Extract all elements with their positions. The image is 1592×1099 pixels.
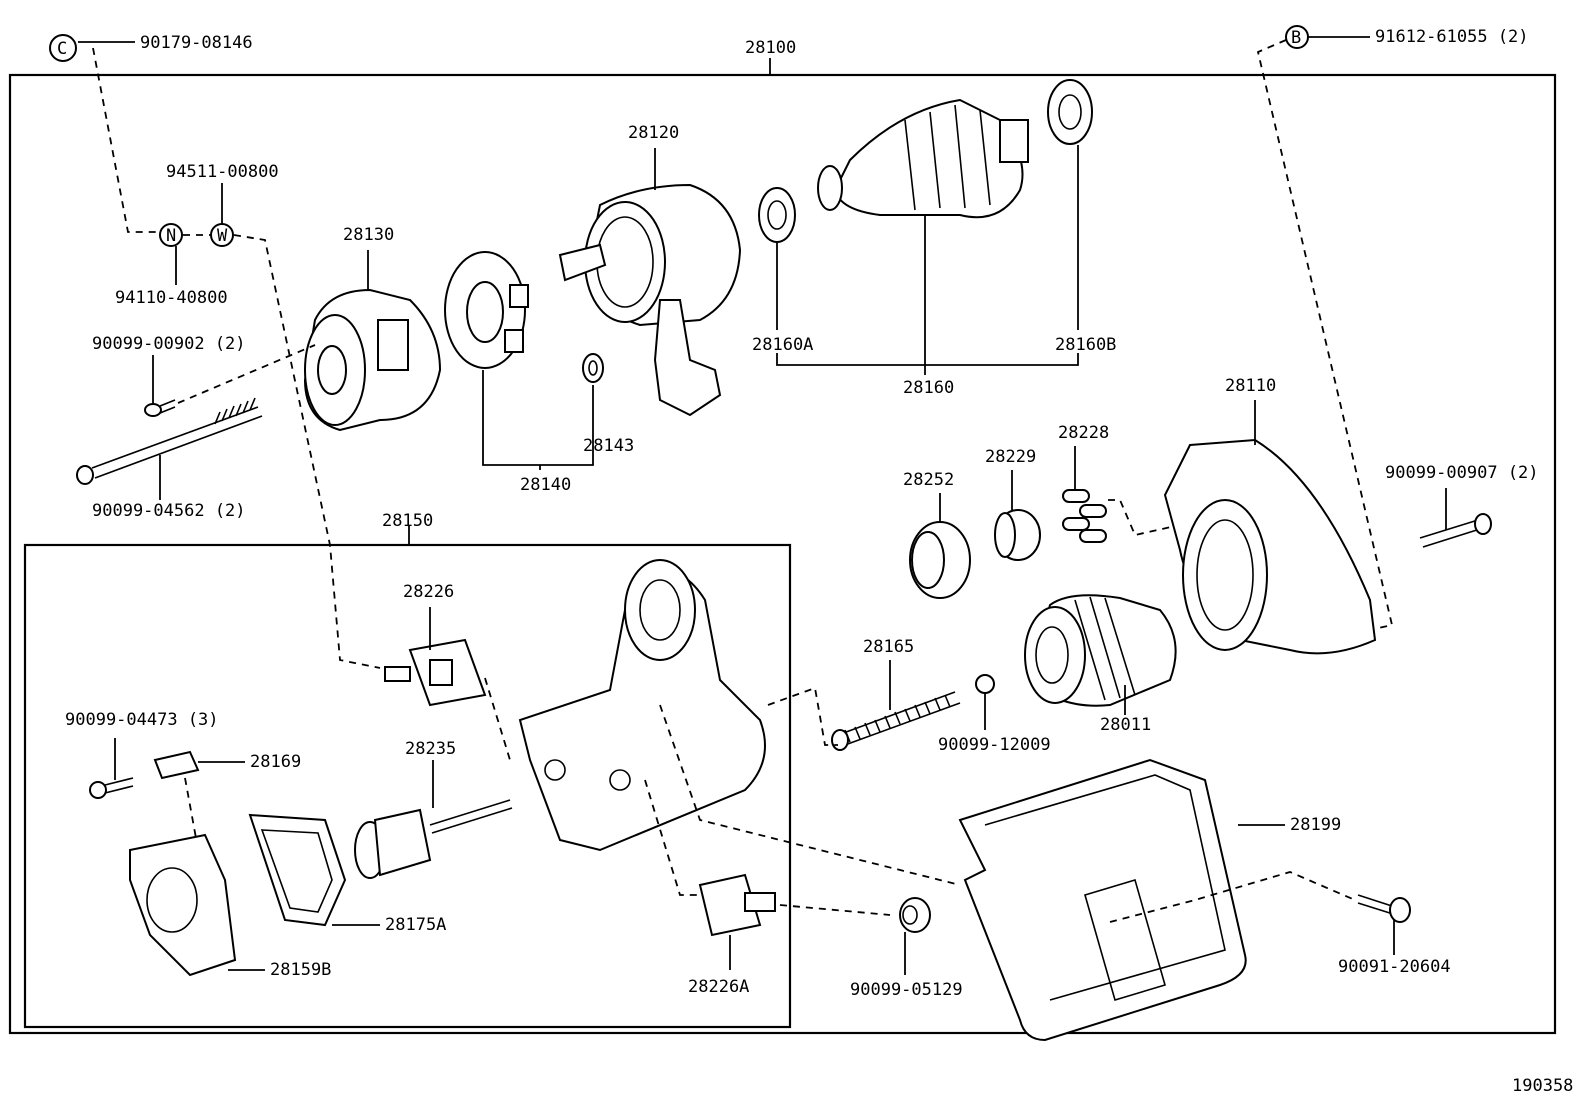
rollers-28228: [1062, 489, 1107, 543]
bearing-28160B: [1047, 79, 1093, 145]
circle-c-letter: C: [57, 39, 67, 59]
label-91612-61055: 91612-61055 (2): [1375, 27, 1529, 47]
armature-28160: [817, 98, 1029, 219]
gasket-28175A: [248, 813, 347, 927]
screw-90099-00902: [144, 399, 176, 417]
clutch-28011: [1024, 594, 1177, 707]
label-28100: 28100: [745, 38, 796, 58]
brush-spring-28143: [582, 353, 604, 383]
nut-90099-05129: [899, 897, 931, 933]
label-28226A: 28226A: [688, 977, 749, 997]
label-94110-40800: 94110-40800: [115, 288, 228, 308]
screw-90099-00907: [1419, 513, 1492, 548]
label-28160A: 28160A: [752, 335, 813, 355]
label-90091-20604: 90091-20604: [1338, 957, 1451, 977]
subassembly-frame: [23, 543, 792, 1029]
brush-holder-28140: [444, 251, 529, 369]
label-28175A: 28175A: [385, 915, 446, 935]
label-28140: 28140: [520, 475, 571, 495]
label-90099-04562: 90099-04562 (2): [92, 501, 246, 521]
circle-w-letter: W: [217, 226, 228, 246]
solenoid-housing: [518, 559, 766, 852]
circle-n-letter: N: [166, 226, 176, 246]
figure-number: 190358: [1512, 1076, 1573, 1096]
label-28228: 28228: [1058, 423, 1109, 443]
terminal-28226A: [698, 873, 776, 937]
yoke-28120: [558, 183, 742, 417]
clip-28169: [153, 750, 200, 780]
through-bolt-90099-04562: [76, 397, 263, 485]
circle-n-symbol: [159, 223, 183, 247]
cover-28199: [958, 758, 1247, 1042]
label-28160B: 28160B: [1055, 335, 1116, 355]
circle-b-letter: B: [1291, 28, 1301, 48]
end-housing-28130: [303, 288, 442, 432]
gasket-28159B: [129, 833, 237, 977]
label-90099-12009: 90099-12009: [938, 735, 1051, 755]
label-90099-04473: 90099-04473 (3): [65, 710, 219, 730]
label-28150: 28150: [382, 511, 433, 531]
label-28229: 28229: [985, 447, 1036, 467]
label-28159B: 28159B: [270, 960, 331, 980]
bearing-28160A: [758, 187, 796, 243]
label-90099-00907: 90099-00907 (2): [1385, 463, 1539, 483]
circle-c-symbol: C: [49, 34, 77, 62]
bolt-90091-20604: [1357, 894, 1411, 923]
label-90099-00902: 90099-00902 (2): [92, 334, 246, 354]
gear-28252: [909, 521, 971, 599]
drive-housing-28110: [1163, 438, 1377, 655]
label-28169: 28169: [250, 752, 301, 772]
ball-90099-12009: [975, 674, 995, 694]
label-94511-00800: 94511-00800: [166, 162, 279, 182]
label-90099-05129: 90099-05129: [850, 980, 963, 1000]
label-28011: 28011: [1100, 715, 1151, 735]
retainer-28229: [994, 509, 1041, 561]
screw-90099-04473: [89, 777, 134, 799]
assembly-frame: [8, 73, 1557, 1035]
label-28226: 28226: [403, 582, 454, 602]
label-28160: 28160: [903, 378, 954, 398]
terminal-28226: [384, 638, 487, 707]
label-28165: 28165: [863, 637, 914, 657]
label-28120: 28120: [628, 123, 679, 143]
label-28110: 28110: [1225, 376, 1276, 396]
plunger-28235: [354, 799, 513, 879]
label-28252: 28252: [903, 470, 954, 490]
label-28199: 28199: [1290, 815, 1341, 835]
label-90179-08146: 90179-08146: [140, 33, 253, 53]
label-28130: 28130: [343, 225, 394, 245]
label-28235: 28235: [405, 739, 456, 759]
label-28143: 28143: [583, 436, 634, 456]
